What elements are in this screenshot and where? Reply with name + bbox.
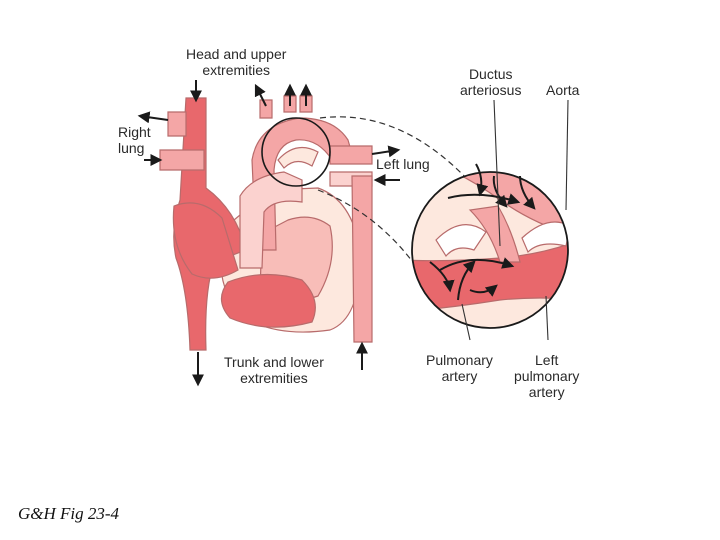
left-ventricle bbox=[220, 273, 316, 328]
heart-illustration bbox=[159, 95, 373, 351]
descending-aorta bbox=[351, 175, 373, 343]
figure-caption: G&H Fig 23-4 bbox=[18, 504, 120, 523]
right-lung-vessel bbox=[167, 111, 187, 137]
arrow-right-lung-out bbox=[137, 111, 169, 124]
head-branches bbox=[259, 95, 313, 119]
label-trunk-lower-extremities: Trunk and lower extremities bbox=[224, 354, 324, 386]
ductus-zoom-detail bbox=[411, 163, 569, 329]
label-left-pulmonary-artery: Left pulmonary artery bbox=[514, 352, 580, 400]
right-lung-vessel-lower bbox=[159, 149, 205, 171]
label-ductus-arteriosus: Ductus arteriosus bbox=[460, 66, 522, 98]
label-aorta: Aorta bbox=[546, 82, 580, 98]
zoom-flow-arrows bbox=[429, 163, 536, 301]
label-head-upper-extremities: Head and upper extremities bbox=[186, 46, 287, 78]
window-right bbox=[521, 221, 568, 254]
right-atrium bbox=[172, 202, 239, 279]
pulmonary-trunk bbox=[239, 171, 303, 269]
arrow-head-out-1 bbox=[254, 83, 267, 107]
zoom-connectors bbox=[317, 116, 471, 273]
flow-arrows bbox=[137, 80, 401, 387]
label-pulmonary-artery: Pulmonary artery bbox=[426, 352, 493, 384]
arrow-left-lung-out bbox=[371, 145, 401, 158]
window-left bbox=[435, 224, 487, 258]
connector-bottom bbox=[317, 189, 421, 273]
label-left-lung: Left lung bbox=[376, 156, 430, 172]
leader-lines bbox=[461, 99, 569, 341]
ductus-channel bbox=[468, 205, 521, 263]
label-right-lung: Right lung bbox=[118, 124, 151, 156]
left-lung-vessel bbox=[329, 145, 373, 165]
